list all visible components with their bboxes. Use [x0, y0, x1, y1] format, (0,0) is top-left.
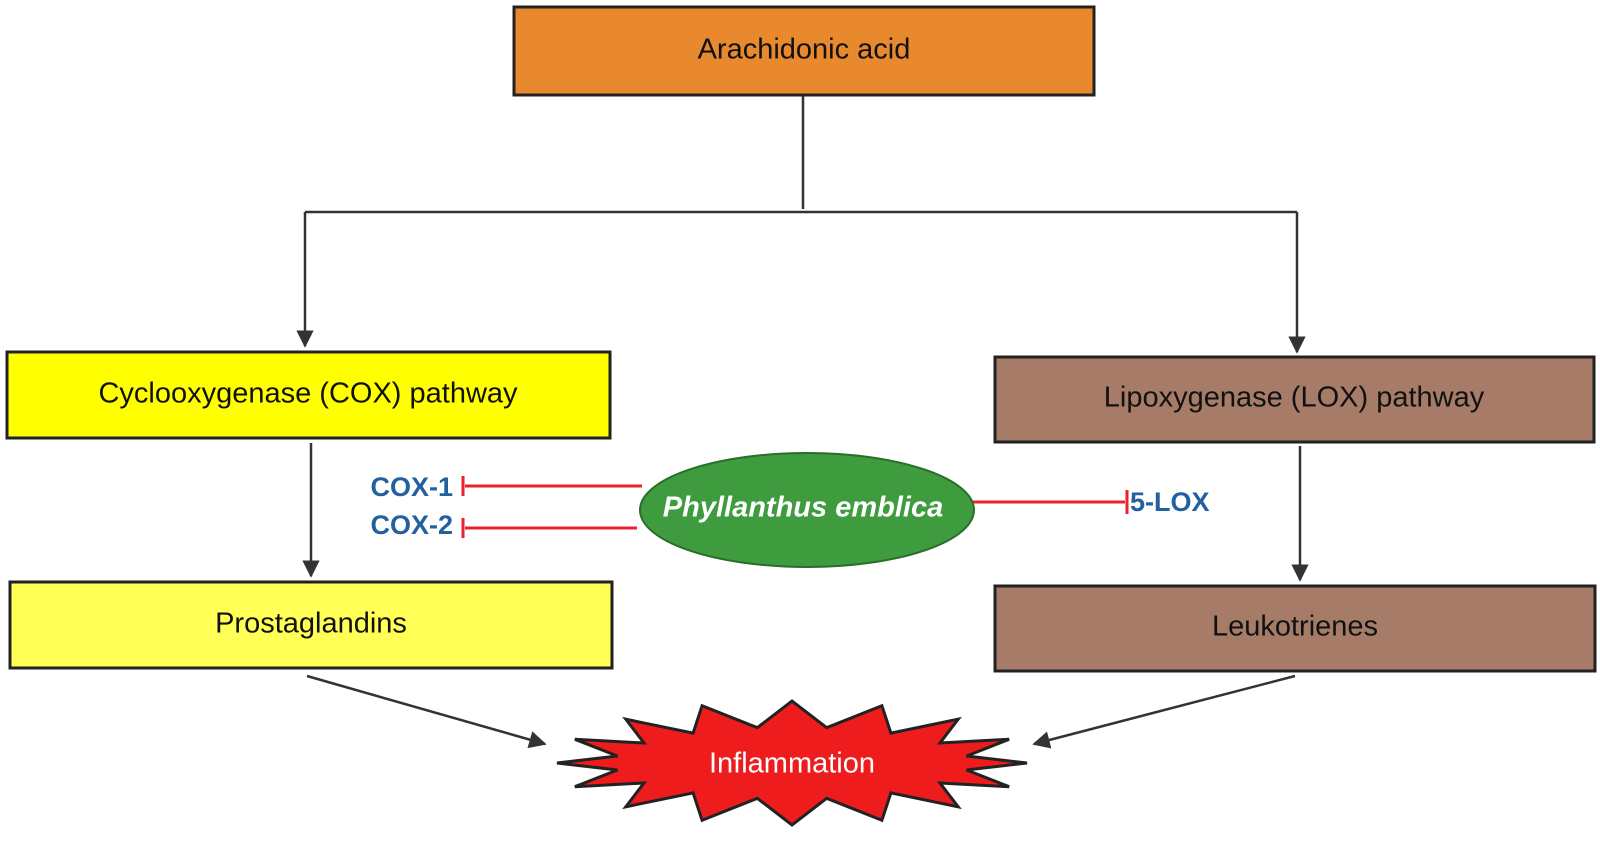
inflammation-label: Inflammation: [709, 748, 875, 780]
cox-pathway-node: Cyclooxygenase (COX) pathway: [5, 350, 612, 440]
arrow-prostaglandins-to-inflammation: [306, 674, 547, 749]
prostaglandins-node: Prostaglandins: [8, 580, 614, 670]
inflammation-node: Inflammation: [556, 699, 1028, 827]
cox2-label: COX-2: [370, 510, 453, 540]
arrow-leukotrienes-to-inflammation: [1032, 674, 1296, 749]
prostaglandins-label: Prostaglandins: [215, 608, 407, 640]
cox-pathway-label: Cyclooxygenase (COX) pathway: [98, 378, 518, 410]
inflammation-starburst-shape: [556, 699, 1028, 827]
phyllanthus-emblica-label: Phyllanthus emblica: [663, 492, 943, 524]
inhibition-lines: [461, 476, 1129, 538]
arachidonic-acid-label: Arachidonic acid: [698, 34, 911, 66]
lox-pathway-node: Lipoxygenase (LOX) pathway: [993, 355, 1596, 444]
split-connector: [296, 95, 1309, 749]
leukotrienes-node: Leukotrienes: [993, 584, 1597, 673]
arachidonic-acid-node: Arachidonic acid: [512, 5, 1096, 97]
lox-pathway-label: Lipoxygenase (LOX) pathway: [1104, 382, 1485, 414]
cox1-label: COX-1: [370, 472, 453, 502]
lox5-label: 5-LOX: [1130, 487, 1210, 517]
leukotrienes-label: Leukotrienes: [1212, 611, 1378, 643]
phyllanthus-emblica-node: Phyllanthus emblica: [639, 452, 975, 568]
